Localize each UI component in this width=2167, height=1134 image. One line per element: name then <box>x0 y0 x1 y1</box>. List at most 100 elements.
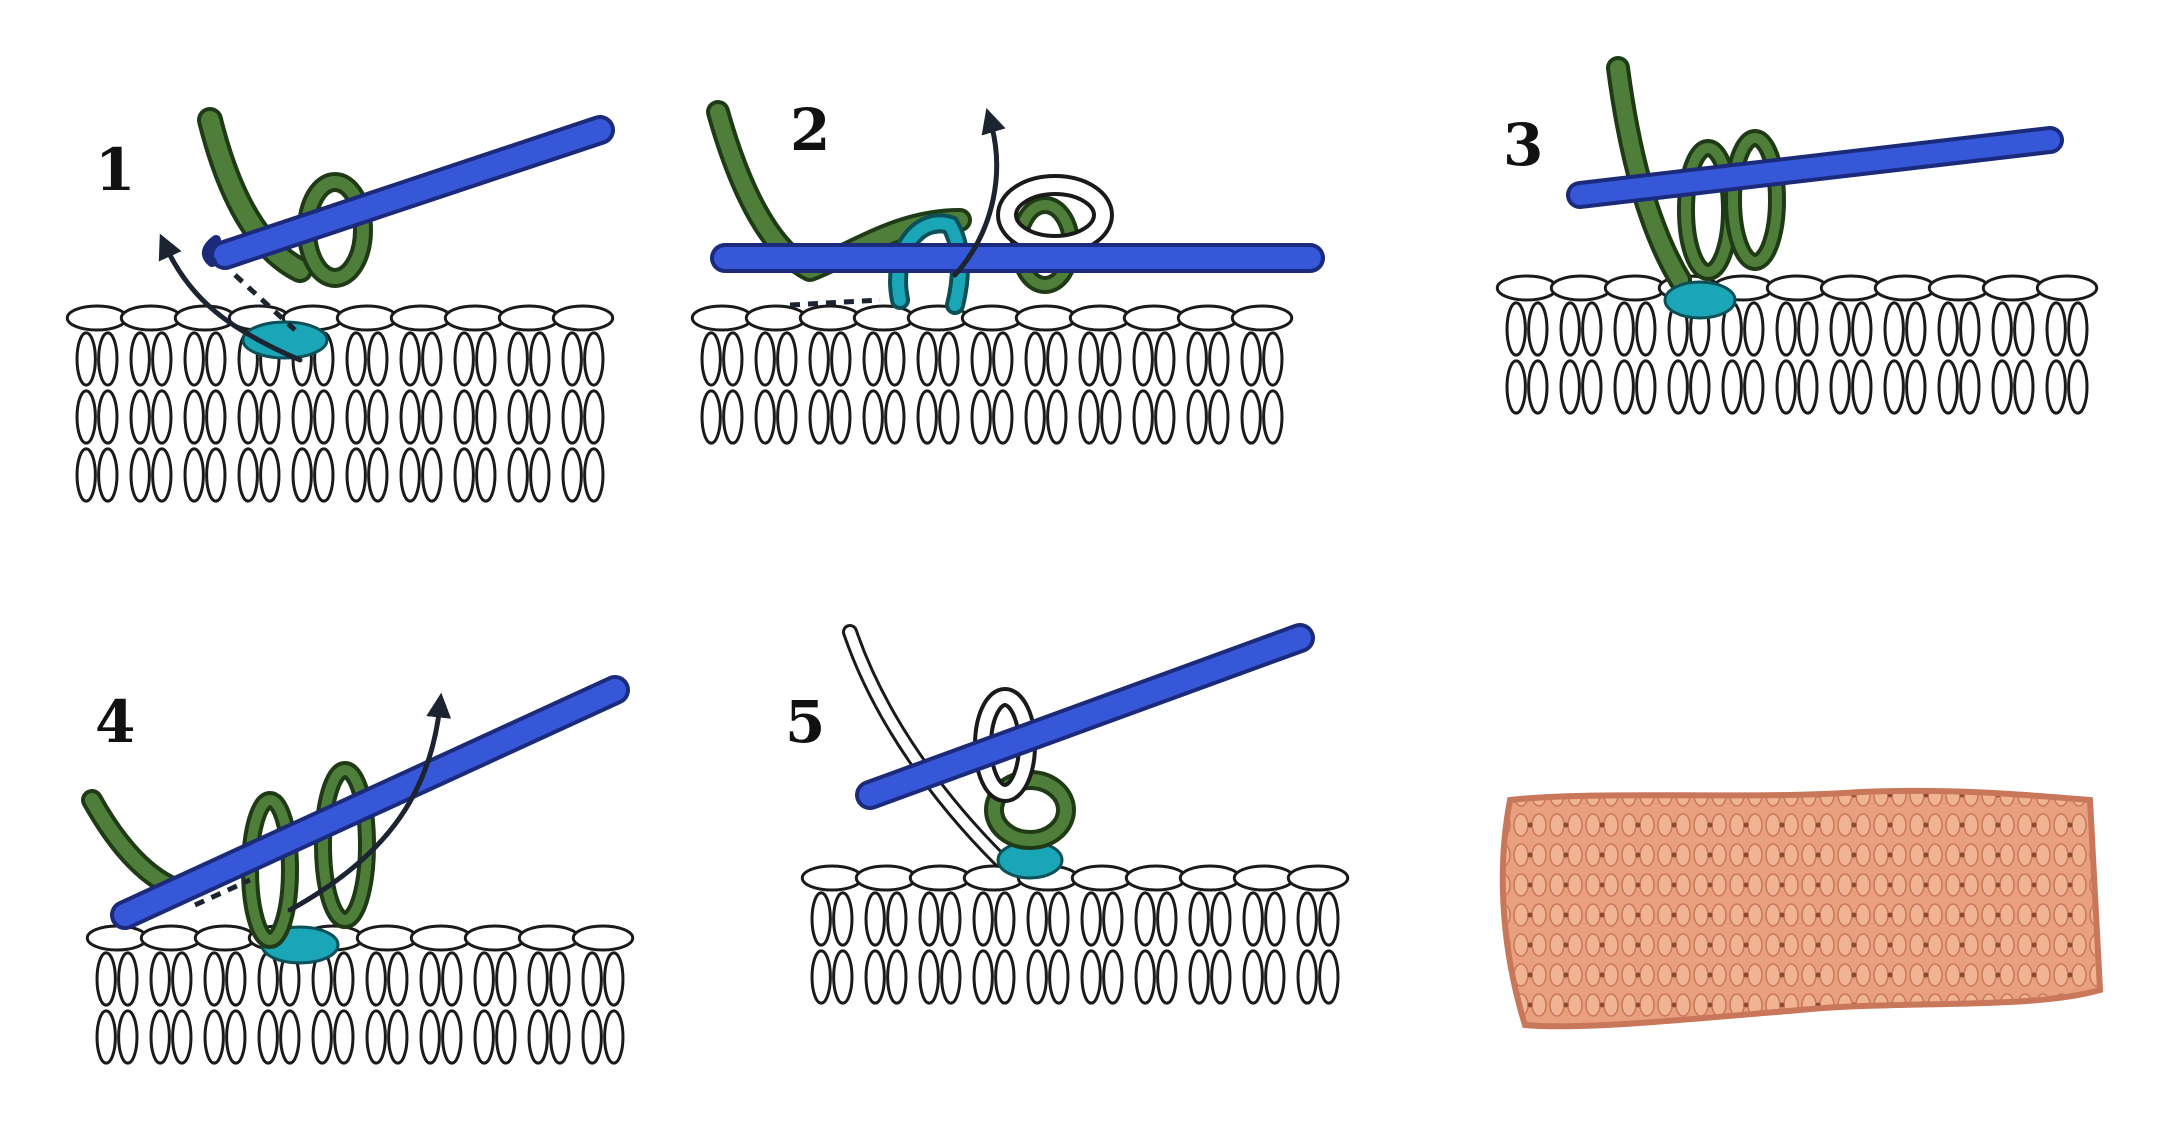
fabric-stitch <box>994 891 1016 947</box>
fabric-stitch <box>549 1009 571 1065</box>
fabric-stitch <box>97 389 119 445</box>
fabric-stitch <box>830 389 852 445</box>
fabric-stitch <box>345 447 367 503</box>
fabric-stitch <box>1080 891 1102 947</box>
fabric-stitch <box>1775 359 1797 415</box>
step-5-label: 5 <box>785 688 825 756</box>
fabric-stitch <box>95 1009 117 1065</box>
fabric-stitch <box>387 951 409 1007</box>
fabric-stitch <box>1613 301 1635 357</box>
fabric-stitch <box>1851 301 1873 357</box>
fabric-stitch <box>886 891 908 947</box>
fabric-stitch <box>581 1009 603 1065</box>
fabric-stitch <box>205 331 227 387</box>
fabric-stitch <box>1883 359 1905 415</box>
fabric-stitch <box>259 389 281 445</box>
fabric-stitch <box>1188 949 1210 1005</box>
step-3-accent-base <box>1663 280 1737 320</box>
fabric-stitch <box>291 447 313 503</box>
fabric-stitch <box>992 389 1014 445</box>
fabric-stitch <box>1505 359 1527 415</box>
step-1-hook-tip <box>201 235 221 267</box>
fabric-stitch <box>203 1009 225 1065</box>
fabric-stitch <box>1905 301 1927 357</box>
fabric-stitch <box>473 1009 495 1065</box>
fabric-stitch <box>938 331 960 387</box>
fabric-stitch <box>75 389 97 445</box>
fabric-stitch <box>700 389 722 445</box>
fabric-stitch <box>1991 301 2013 357</box>
fabric-stitch <box>1721 359 1743 415</box>
fabric-stitch <box>1829 359 1851 415</box>
fabric-stitch <box>940 891 962 947</box>
fabric-stitch <box>1264 891 1286 947</box>
fabric-stitch <box>1991 359 2013 415</box>
fabric-stitch <box>1154 331 1176 387</box>
fabric-stitch <box>205 447 227 503</box>
chain-stitch <box>1014 304 1078 332</box>
fabric-stitch <box>475 447 497 503</box>
fabric-stitch <box>129 389 151 445</box>
step-1-label: 1 <box>95 136 135 204</box>
fabric-stitch <box>1851 359 1873 415</box>
fabric-stitch <box>529 447 551 503</box>
fabric-stitch <box>1210 891 1232 947</box>
fabric-stitch <box>151 389 173 445</box>
fabric-stitch <box>1242 949 1264 1005</box>
fabric-stitch <box>1296 949 1318 1005</box>
fabric-stitch <box>1318 949 1340 1005</box>
chain-stitch <box>335 304 399 332</box>
chain-stitch <box>854 864 918 892</box>
fabric-stitch <box>1208 389 1230 445</box>
chain-stitch <box>1230 304 1294 332</box>
fabric-stitch <box>453 331 475 387</box>
fabric-stitch <box>561 447 583 503</box>
fabric-stitch <box>1959 301 1981 357</box>
fabric-stitch <box>972 891 994 947</box>
chain-stitch <box>1124 864 1188 892</box>
fabric-stitch <box>365 951 387 1007</box>
fabric-stitch <box>916 331 938 387</box>
chain-stitch <box>2035 274 2099 302</box>
fabric-stitch <box>603 951 625 1007</box>
fabric-stitch <box>1797 359 1819 415</box>
fabric-stitch <box>1078 389 1100 445</box>
fabric-stitch <box>2045 301 2067 357</box>
fabric-stitch <box>1613 359 1635 415</box>
fabric-stitch <box>549 951 571 1007</box>
fabric-stitch <box>527 951 549 1007</box>
fabric-stitch <box>1186 331 1208 387</box>
fabric-stitch <box>419 951 441 1007</box>
fabric-stitch <box>1134 891 1156 947</box>
step-2-fabric <box>690 304 1294 445</box>
fabric-stitch <box>1635 359 1657 415</box>
fabric-stitch <box>1046 331 1068 387</box>
step-1-direction-arrow <box>158 233 303 363</box>
finished-swatch <box>1499 787 2104 1030</box>
fabric-stitch <box>367 331 389 387</box>
chain-stitch <box>800 864 864 892</box>
step-5-panel: 5 <box>785 623 1350 1005</box>
fabric-stitch <box>1100 389 1122 445</box>
fabric-stitch <box>1048 949 1070 1005</box>
fabric-stitch <box>2067 359 2089 415</box>
fabric-stitch <box>1186 389 1208 445</box>
fabric-stitch <box>1046 389 1068 445</box>
fabric-stitch <box>2067 301 2089 357</box>
fabric-stitch <box>1937 301 1959 357</box>
fabric-stitch <box>603 1009 625 1065</box>
fabric-stitch <box>419 1009 441 1065</box>
fabric-stitch <box>475 331 497 387</box>
fabric-stitch <box>1132 389 1154 445</box>
fabric-stitch <box>583 331 605 387</box>
fabric-stitch <box>1635 301 1657 357</box>
fabric-stitch <box>453 389 475 445</box>
fabric-stitch <box>171 951 193 1007</box>
fabric-stitch <box>1048 891 1070 947</box>
fabric-stitch <box>311 1009 333 1065</box>
step-3-fabric <box>1495 274 2099 415</box>
chain-stitch <box>517 924 581 952</box>
fabric-stitch <box>2045 359 2067 415</box>
fabric-stitch <box>994 949 1016 1005</box>
